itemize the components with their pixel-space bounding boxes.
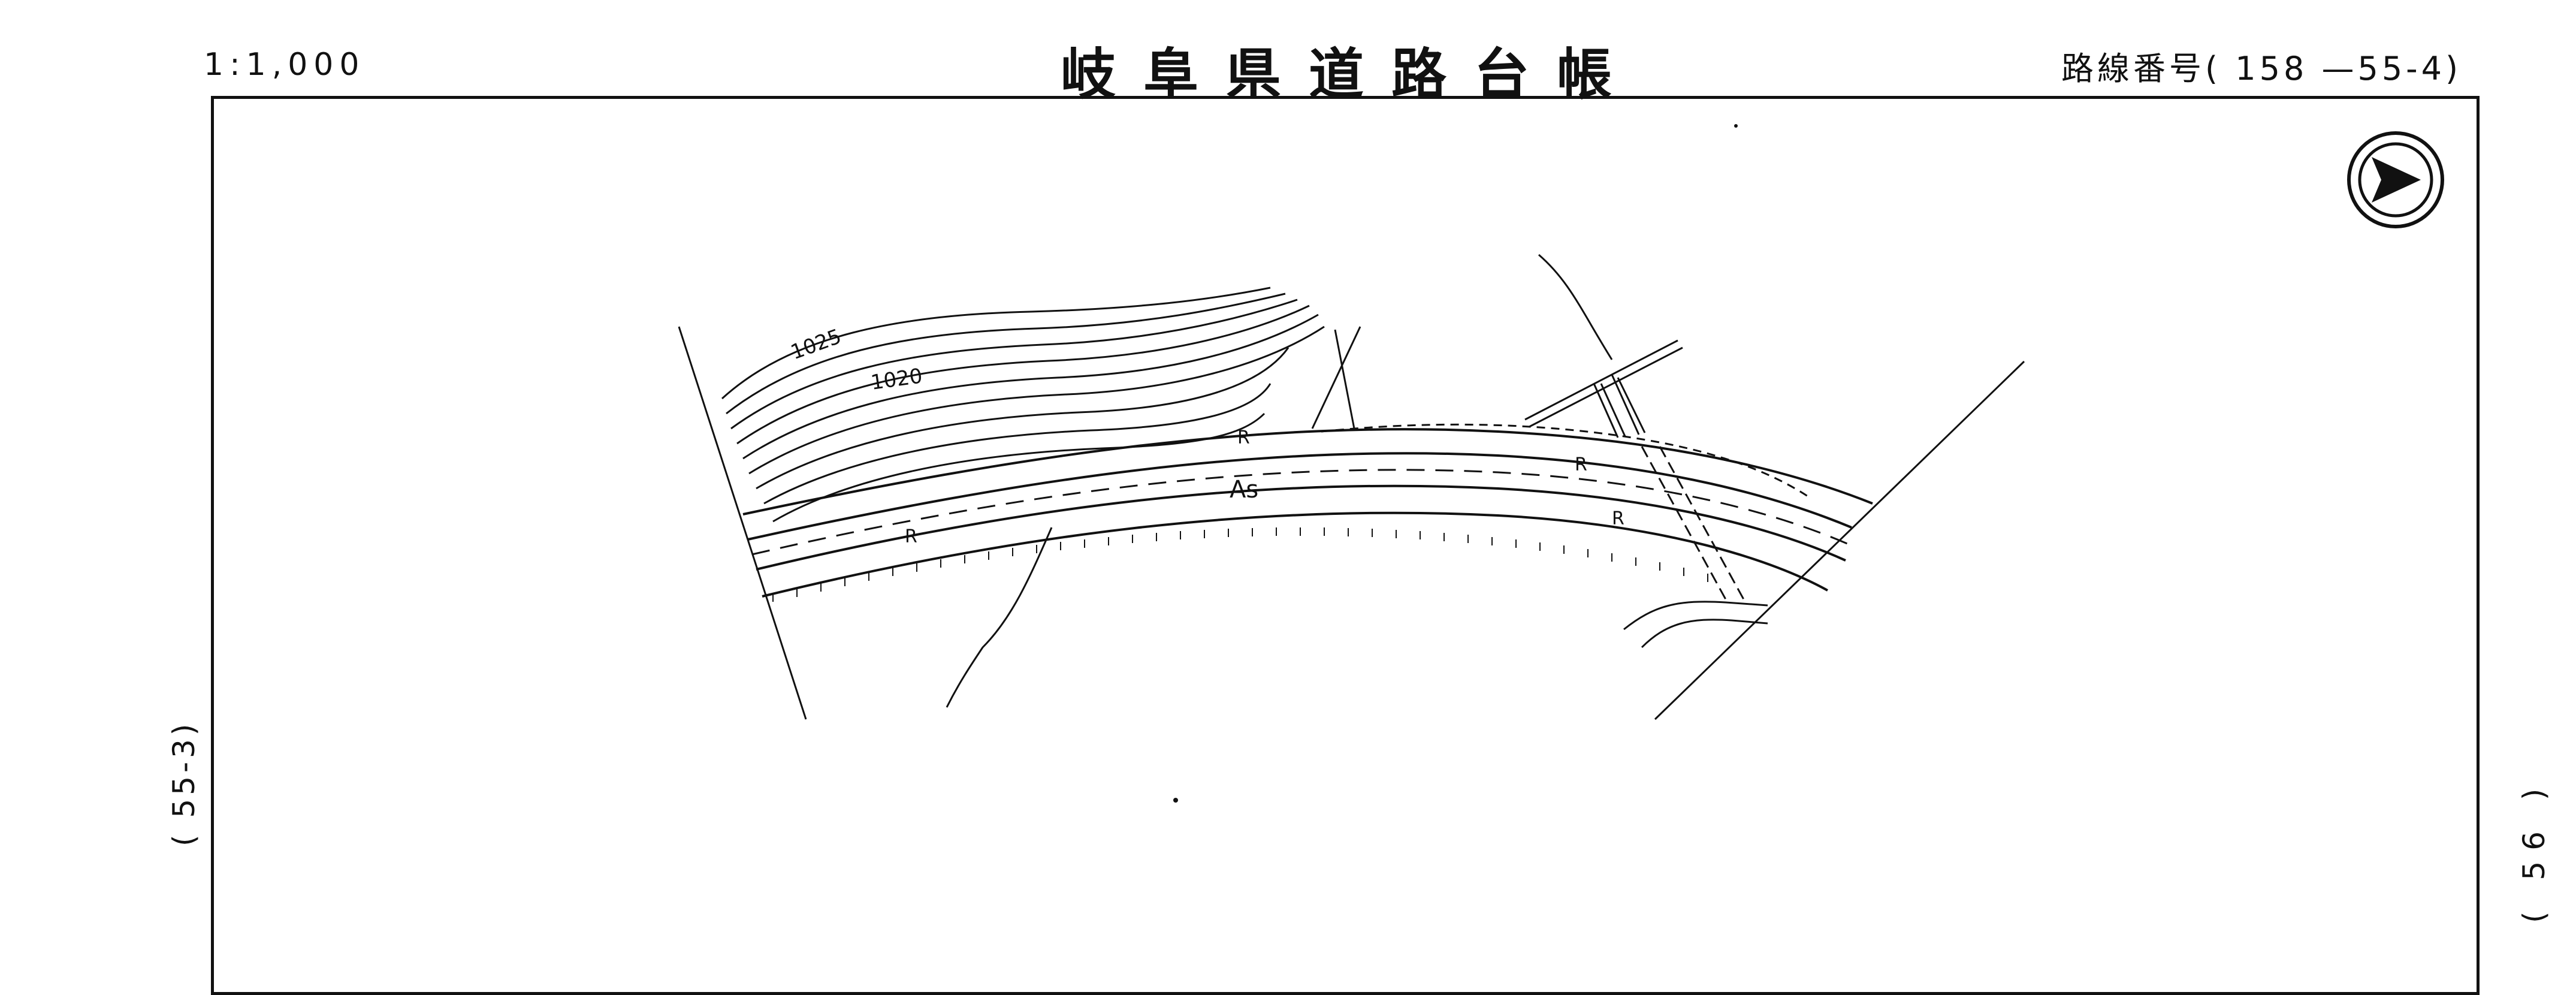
boundary-line-left <box>678 326 807 720</box>
retaining-wall-mark: R <box>1612 508 1624 529</box>
retaining-wall-mark: R <box>1237 427 1250 448</box>
stream-line-south <box>946 527 1053 708</box>
road-map-drawing: 1025 1020 As R R R R <box>678 81 2444 803</box>
contour-label-1025: 1025 <box>787 324 844 364</box>
contour-lines <box>721 287 1325 523</box>
retaining-wall-ticks <box>772 527 1708 602</box>
route-number: 路線番号( 158 —55-4) <box>2061 50 2462 88</box>
contour-label-1020: 1020 <box>869 364 924 395</box>
retaining-wall-mark: R <box>905 526 917 547</box>
side-road-line <box>1311 326 1361 429</box>
road <box>742 428 1873 598</box>
map-scale: 1:1,000 <box>204 47 366 83</box>
stream-line-north <box>1538 254 1613 360</box>
bridge-structure <box>1524 339 1745 600</box>
retaining-wall-mark: R <box>1575 454 1587 475</box>
north-arrow-icon <box>2347 131 2444 228</box>
pavement-label: As <box>1230 476 1258 503</box>
